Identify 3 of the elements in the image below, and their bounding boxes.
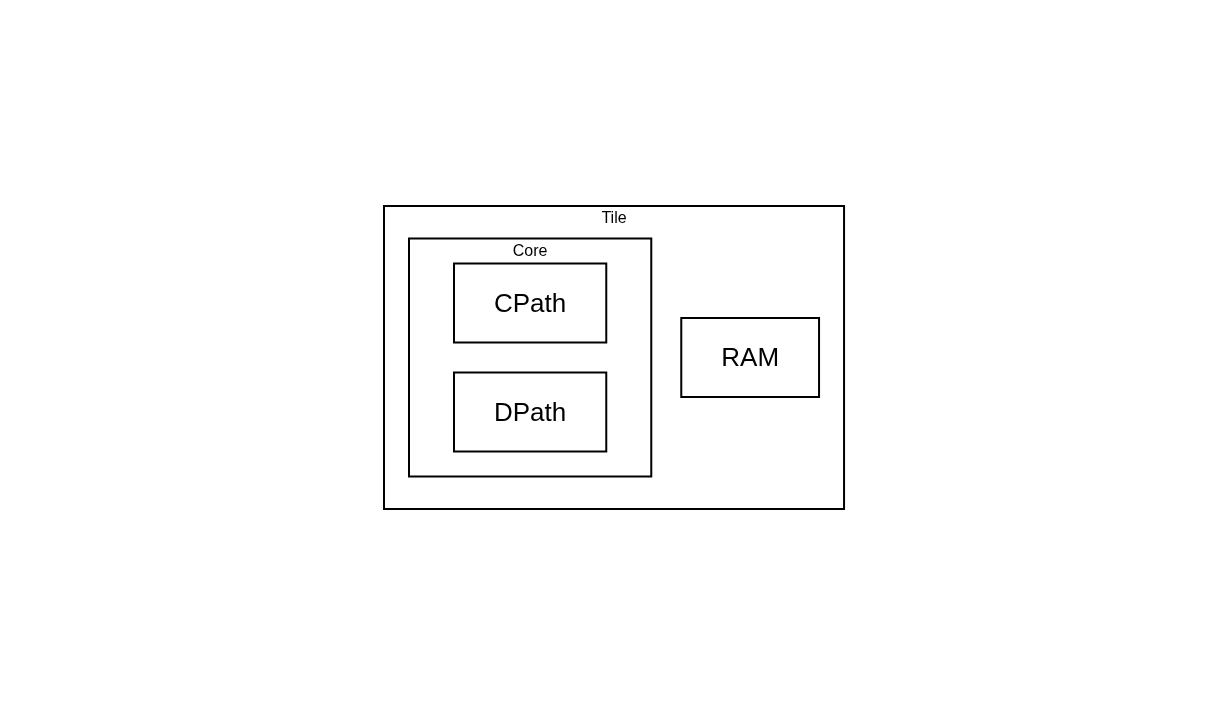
node-box: DPath xyxy=(453,371,608,452)
node-box: CPath xyxy=(453,262,608,343)
node-box: RAM xyxy=(680,316,821,398)
